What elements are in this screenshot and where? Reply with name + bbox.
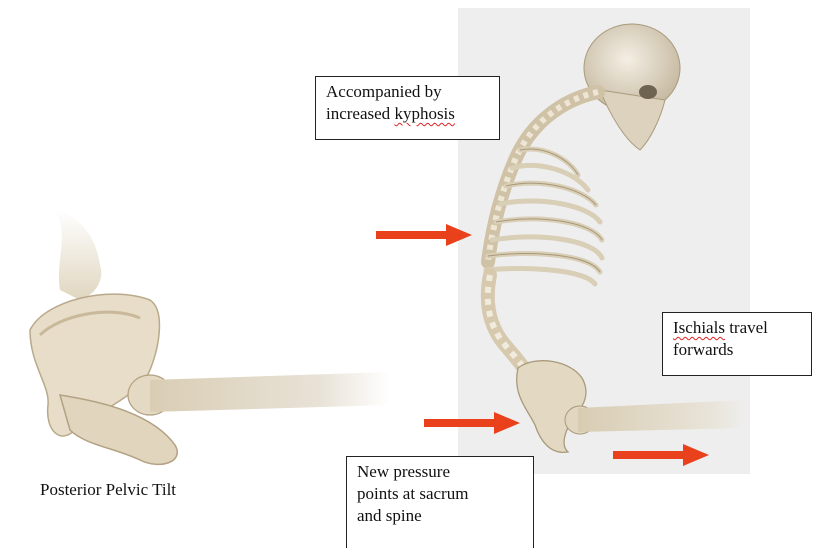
callout-pressure-line1: New pressure (357, 461, 523, 483)
callout-ischials-line1: Ischials travel (673, 317, 801, 339)
callout-ischials-line2: forwards (673, 339, 801, 361)
right-arrow-icon (376, 224, 472, 246)
callout-kyphosis-line1: Accompanied by (326, 81, 489, 103)
callout-kyphosis-line2: increased kyphosis (326, 103, 489, 125)
callout-pressure-line2: points at sacrum (357, 483, 523, 505)
callout-pressure-line3: and spine (357, 505, 523, 527)
callout-ischials-line1-marked: Ischials (673, 318, 725, 337)
callout-ischials: Ischials travel forwards (662, 312, 812, 376)
callout-ischials-line1-plain: travel (725, 318, 768, 337)
right-arrow-icon (424, 412, 520, 434)
callout-kyphosis-line2-plain: increased (326, 104, 394, 123)
right-arrow-icon (613, 444, 709, 466)
callout-kyphosis-line2-marked: kyphosis (394, 104, 454, 123)
callout-kyphosis: Accompanied by increased kyphosis (315, 76, 500, 140)
callout-pressure-points: New pressure points at sacrum and spine (346, 456, 534, 548)
caption-posterior-pelvic-tilt: Posterior Pelvic Tilt (40, 479, 176, 500)
